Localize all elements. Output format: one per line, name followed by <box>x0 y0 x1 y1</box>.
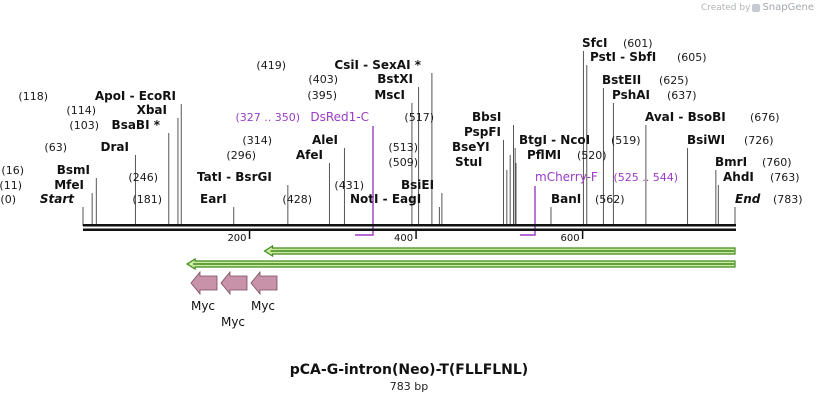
site-name-13: CsiI - SexAI * <box>334 58 421 72</box>
site-pos-12: (403) <box>308 73 338 86</box>
site-name-25: BstEII <box>602 73 641 87</box>
site-name-30: AhdI <box>723 170 754 184</box>
site-pos-20: (519) <box>611 134 641 147</box>
site-pos-25: (625) <box>659 74 689 87</box>
site-pos-16: (509) <box>388 156 418 169</box>
site-name-14: NotI - EagI <box>350 192 421 206</box>
site-pos-18: (517) <box>404 111 434 124</box>
site-pos-17: (513) <box>388 141 418 154</box>
site-pos-5: (114) <box>66 104 96 117</box>
arrows <box>185 244 736 271</box>
site-pos-15: (431) <box>334 179 364 192</box>
site-name-18: BbsI <box>472 110 501 124</box>
site-pos-26: (637) <box>667 89 697 102</box>
site-labels: Start (0) MfeI (11) BsmI (16) DraI (63) BsaBI * (… <box>0 36 803 206</box>
site-name-12: BstXI <box>377 72 413 86</box>
site-pos-27: (676) <box>750 111 780 124</box>
site-name-8: TatI - BsrGI <box>197 170 272 184</box>
site-name-19: PspFI <box>464 125 501 139</box>
feature-range-1: (525 .. 544) <box>613 171 678 184</box>
credit: Created by SnapGene <box>701 2 814 13</box>
site-pos-13: (419) <box>256 59 286 72</box>
feature-range-0: (327 .. 350) <box>235 111 300 124</box>
site-pos-29: (760) <box>762 156 792 169</box>
myc-tag-0: Myc <box>190 270 218 313</box>
site-name-29: BmrI <box>715 155 747 169</box>
feature-arrow-0 <box>263 244 736 258</box>
feature-1: (525 .. 544) mCherry-F <box>520 170 678 236</box>
site-pos-0: (0) <box>0 193 16 206</box>
site-name-22: BanI <box>551 192 581 206</box>
site-pos-1: (11) <box>0 179 22 192</box>
site-pos-9: (296) <box>226 149 256 162</box>
site-name-11: MscI <box>374 88 405 102</box>
site-name-20: BtgI - NcoI <box>519 133 590 147</box>
site-pos-6: (118) <box>18 90 48 103</box>
features: (327 .. 350) DsRed1-C (525 .. 544) mCherry-… <box>235 110 678 236</box>
myc-tag-2: Myc <box>250 270 278 313</box>
site-pos-23: (601) <box>623 37 653 50</box>
site-name-2: BsmI <box>57 163 90 177</box>
feature-arrow-1 <box>185 257 736 271</box>
tick-label-0: 200 <box>227 233 246 244</box>
myc-label-1: Myc <box>221 315 245 329</box>
site-pos-11: (395) <box>307 89 337 102</box>
site-name-26: PshAI <box>612 88 650 102</box>
tick-label-1: 400 <box>394 233 413 244</box>
myc-tag-1: Myc <box>220 270 248 329</box>
site-name-28: BsiWI <box>687 133 725 147</box>
map-length: 783 bp <box>389 380 429 393</box>
site-pos-14: (428) <box>282 193 312 206</box>
site-pos-28: (726) <box>744 134 774 147</box>
site-name-9: AfeI <box>296 148 323 162</box>
site-name-3: DraI <box>101 140 129 154</box>
snapgene-logo-icon <box>752 3 761 12</box>
site-name-5: XbaI <box>137 103 167 117</box>
site-name-31: End <box>735 192 761 206</box>
credit-brand: SnapGene <box>762 2 814 13</box>
feature-name-1: mCherry-F <box>535 170 598 184</box>
site-pos-7: (181) <box>132 193 162 206</box>
site-pos-4: (103) <box>69 119 99 132</box>
backbone-bottom-strand <box>83 228 736 231</box>
feature-0: (327 .. 350) DsRed1-C <box>235 110 374 236</box>
site-name-21: PflMI <box>527 148 561 162</box>
site-name-4: BsaBI * <box>112 118 161 132</box>
site-name-27: AvaI - BsoBI <box>645 110 726 124</box>
ticks: 200 400 600 <box>227 231 584 244</box>
site-pos-10: (314) <box>242 134 272 147</box>
site-name-1: MfeI <box>54 178 84 192</box>
site-pos-31: (783) <box>773 193 803 206</box>
site-pos-30: (763) <box>770 171 800 184</box>
site-pos-22: (562) <box>595 193 625 206</box>
backbone <box>83 224 736 231</box>
site-pos-24: (605) <box>677 51 707 64</box>
site-pos-21: (520) <box>577 149 607 162</box>
site-pos-3: (63) <box>44 141 67 154</box>
site-pos-2: (16) <box>1 164 24 177</box>
site-lines <box>82 51 736 226</box>
myc-label-0: Myc <box>191 299 215 313</box>
site-name-17: BseYI <box>452 140 490 154</box>
site-name-7: EarI <box>200 192 227 206</box>
site-name-23: SfcI <box>582 36 607 50</box>
site-name-16: StuI <box>455 155 482 169</box>
site-name-0: Start <box>40 192 75 206</box>
site-pos-8: (246) <box>128 171 158 184</box>
map-title: pCA-G-intron(Neo)-T(FLLFLNL) <box>289 362 529 378</box>
site-name-24: PstI - SbfI <box>590 50 656 64</box>
tick-label-2: 600 <box>561 233 580 244</box>
site-name-15: BsiEI <box>401 178 434 192</box>
myc-label-2: Myc <box>251 299 275 313</box>
site-name-10: AleI <box>312 133 338 147</box>
credit-prefix: Created by <box>700 2 751 13</box>
feature-name-0: DsRed1-C <box>310 110 369 124</box>
site-name-6: ApoI - EcoRI <box>95 89 176 103</box>
backbone-top-strand <box>83 224 736 227</box>
